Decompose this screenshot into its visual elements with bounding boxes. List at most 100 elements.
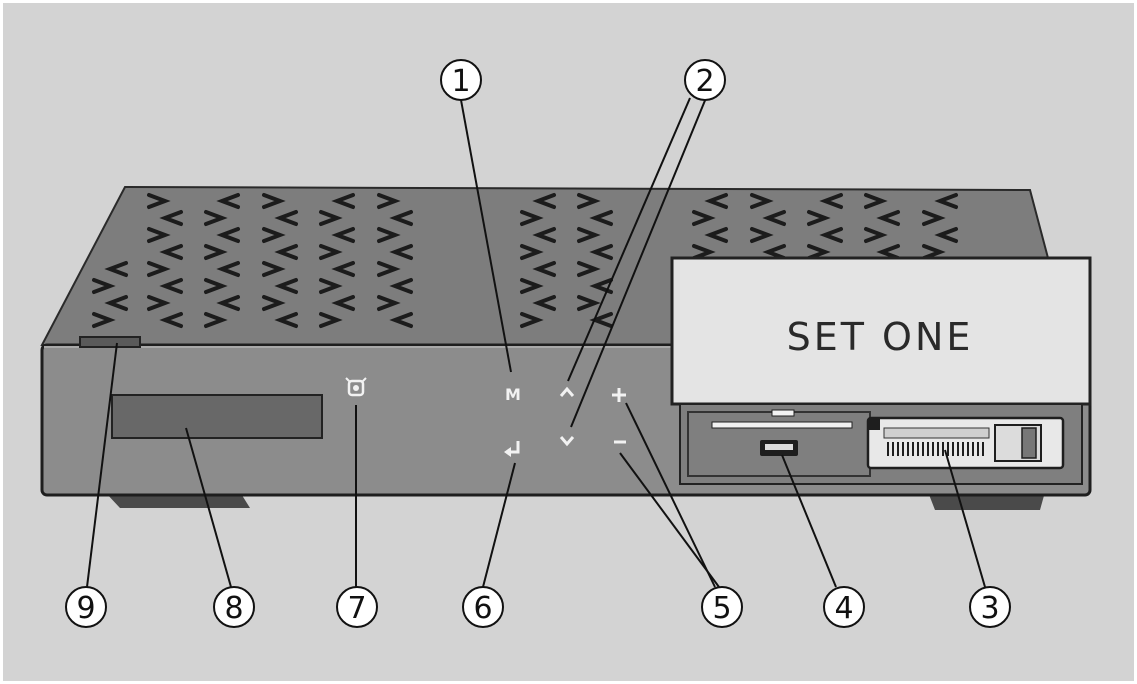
- vent-chevron: [147, 227, 171, 243]
- panel-label: SET ONE: [787, 315, 974, 359]
- vent-chevron: [331, 261, 355, 277]
- usb-port[interactable]: [760, 440, 798, 456]
- svg-text:1: 1: [451, 64, 470, 99]
- vent-chevron: [92, 312, 116, 328]
- vent-chevron: [377, 261, 401, 277]
- vent-chevron: [262, 295, 286, 311]
- vent-chevron: [762, 210, 786, 226]
- vent-chevron: [262, 227, 286, 243]
- vent-chevron: [159, 244, 183, 260]
- vent-chevron: [204, 244, 228, 260]
- vent-chevron: [159, 210, 183, 226]
- vent-chevron: [577, 295, 601, 311]
- vent-chevron: [204, 210, 228, 226]
- vent-chevron: [204, 312, 228, 328]
- vent-chevron: [274, 244, 298, 260]
- vent-chevron: [589, 278, 613, 294]
- vent-chevron: [262, 193, 286, 209]
- vent-chevron: [319, 210, 343, 226]
- vent-chevron: [216, 227, 240, 243]
- vent-chevron: [274, 210, 298, 226]
- vent-chevron: [577, 261, 601, 277]
- svg-text:2: 2: [695, 64, 714, 99]
- callout-6: 6: [462, 586, 504, 628]
- vent-chevron: [876, 210, 900, 226]
- vent-chevron: [319, 278, 343, 294]
- vent-chevron: [577, 193, 601, 209]
- vent-chevron: [389, 210, 413, 226]
- vent-chevron: [520, 278, 544, 294]
- vent-chevron: [216, 261, 240, 277]
- up-button[interactable]: [559, 386, 575, 397]
- front-flap-panel: [670, 256, 1092, 406]
- vent-chevron: [864, 193, 888, 209]
- callout-3: 3: [969, 586, 1011, 628]
- down-button[interactable]: [559, 436, 575, 447]
- vent-chevron: [159, 278, 183, 294]
- svg-text:9: 9: [76, 591, 95, 626]
- vent-chevron: [262, 261, 286, 277]
- vent-chevron: [589, 210, 613, 226]
- vent-chevron: [331, 295, 355, 311]
- vent-chevron: [331, 227, 355, 243]
- svg-text:6: 6: [473, 591, 492, 626]
- vent-chevron: [147, 295, 171, 311]
- card-slot[interactable]: [711, 421, 853, 429]
- vent-chevron: [532, 227, 556, 243]
- vent-chevron: [216, 295, 240, 311]
- vent-chevron: [532, 295, 556, 311]
- vent-chevron: [520, 312, 544, 328]
- vent-chevron: [692, 210, 716, 226]
- vent-chevron: [104, 261, 128, 277]
- svg-text:3: 3: [980, 591, 999, 626]
- vent-chevron: [750, 227, 774, 243]
- vent-chevron: [692, 244, 716, 260]
- vent-chevron: [389, 244, 413, 260]
- ir-sensor-icon: [345, 377, 367, 397]
- enter-button[interactable]: [504, 441, 520, 457]
- vent-chevron: [319, 312, 343, 328]
- svg-text:5: 5: [712, 591, 731, 626]
- vent-chevron: [807, 244, 831, 260]
- vent-chevron: [532, 261, 556, 277]
- callout-1: 1: [440, 59, 482, 101]
- vent-chevron: [750, 193, 774, 209]
- svg-text:8: 8: [224, 591, 243, 626]
- vent-chevron: [876, 244, 900, 260]
- vent-chevron: [762, 244, 786, 260]
- slot-latch: [771, 409, 795, 417]
- vent-chevron: [934, 227, 958, 243]
- vent-chevron: [807, 210, 831, 226]
- callout-7: 7: [336, 586, 378, 628]
- front-edge-indicator: [79, 336, 141, 348]
- vent-chevron: [589, 244, 613, 260]
- vent-chevron: [204, 278, 228, 294]
- menu-button[interactable]: M: [505, 385, 521, 404]
- vent-chevron: [377, 193, 401, 209]
- vent-chevron: [92, 278, 116, 294]
- callout-2: 2: [684, 59, 726, 101]
- svg-text:4: 4: [834, 591, 853, 626]
- callout-5: 5: [701, 586, 743, 628]
- vent-chevron: [377, 295, 401, 311]
- vent-chevron: [704, 193, 728, 209]
- callout-4: 4: [823, 586, 865, 628]
- vent-chevron: [864, 227, 888, 243]
- vent-chevron: [922, 244, 946, 260]
- vent-chevron: [922, 210, 946, 226]
- vent-chevron: [159, 312, 183, 328]
- leader-lines: [86, 97, 986, 588]
- vent-chevron: [520, 244, 544, 260]
- vent-chevron: [147, 261, 171, 277]
- vent-chevron: [331, 193, 355, 209]
- vent-chevron: [377, 227, 401, 243]
- plus-button[interactable]: [612, 388, 626, 402]
- vent-chevron: [819, 193, 843, 209]
- vent-chevron: [389, 278, 413, 294]
- vent-chevron: [319, 244, 343, 260]
- vent-chevron: [147, 193, 171, 209]
- callout-9: 9: [65, 586, 107, 628]
- module-slot[interactable]: [866, 416, 1065, 470]
